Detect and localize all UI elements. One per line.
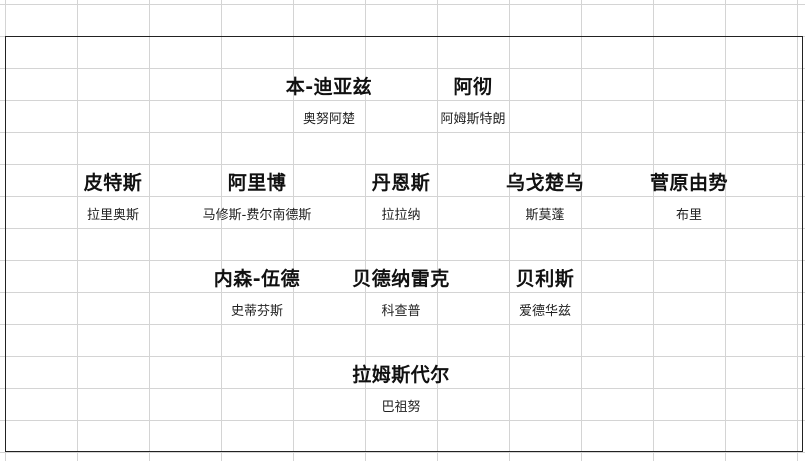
player-name-cell[interactable]: 本-迪亚兹 <box>285 76 373 98</box>
substitute-name-cell[interactable]: 斯莫蓬 <box>525 208 565 223</box>
player-name-cell[interactable]: 丹恩斯 <box>371 172 431 194</box>
substitute-name-cell[interactable]: 拉里奥斯 <box>86 208 139 223</box>
player-name-cell[interactable]: 拉姆斯代尔 <box>352 364 450 386</box>
player-name-cell[interactable]: 贝利斯 <box>515 268 575 290</box>
player-name-cell[interactable]: 皮特斯 <box>83 172 143 194</box>
substitute-name-cell[interactable]: 爱德华兹 <box>518 304 571 319</box>
substitute-name-cell[interactable]: 马修斯-费尔南德斯 <box>202 208 312 223</box>
player-name-cell[interactable]: 贝德纳雷克 <box>352 268 450 290</box>
player-name-cell[interactable]: 菅原由势 <box>649 172 728 194</box>
substitute-name-cell[interactable]: 史蒂芬斯 <box>230 304 283 319</box>
player-name-cell[interactable]: 阿里博 <box>227 172 287 194</box>
player-name-cell[interactable]: 乌戈楚乌 <box>505 172 584 194</box>
player-name-cell[interactable]: 内森-伍德 <box>213 268 301 290</box>
substitute-name-cell[interactable]: 巴祖努 <box>381 400 421 415</box>
substitute-name-cell[interactable]: 科查普 <box>381 304 421 319</box>
substitute-name-cell[interactable]: 拉拉纳 <box>381 208 421 223</box>
substitute-name-cell[interactable]: 奥努阿楚 <box>302 112 355 127</box>
substitute-name-cell[interactable]: 布里 <box>675 208 702 223</box>
substitute-name-cell[interactable]: 阿姆斯特朗 <box>440 112 506 127</box>
player-name-cell[interactable]: 阿彻 <box>453 76 493 98</box>
